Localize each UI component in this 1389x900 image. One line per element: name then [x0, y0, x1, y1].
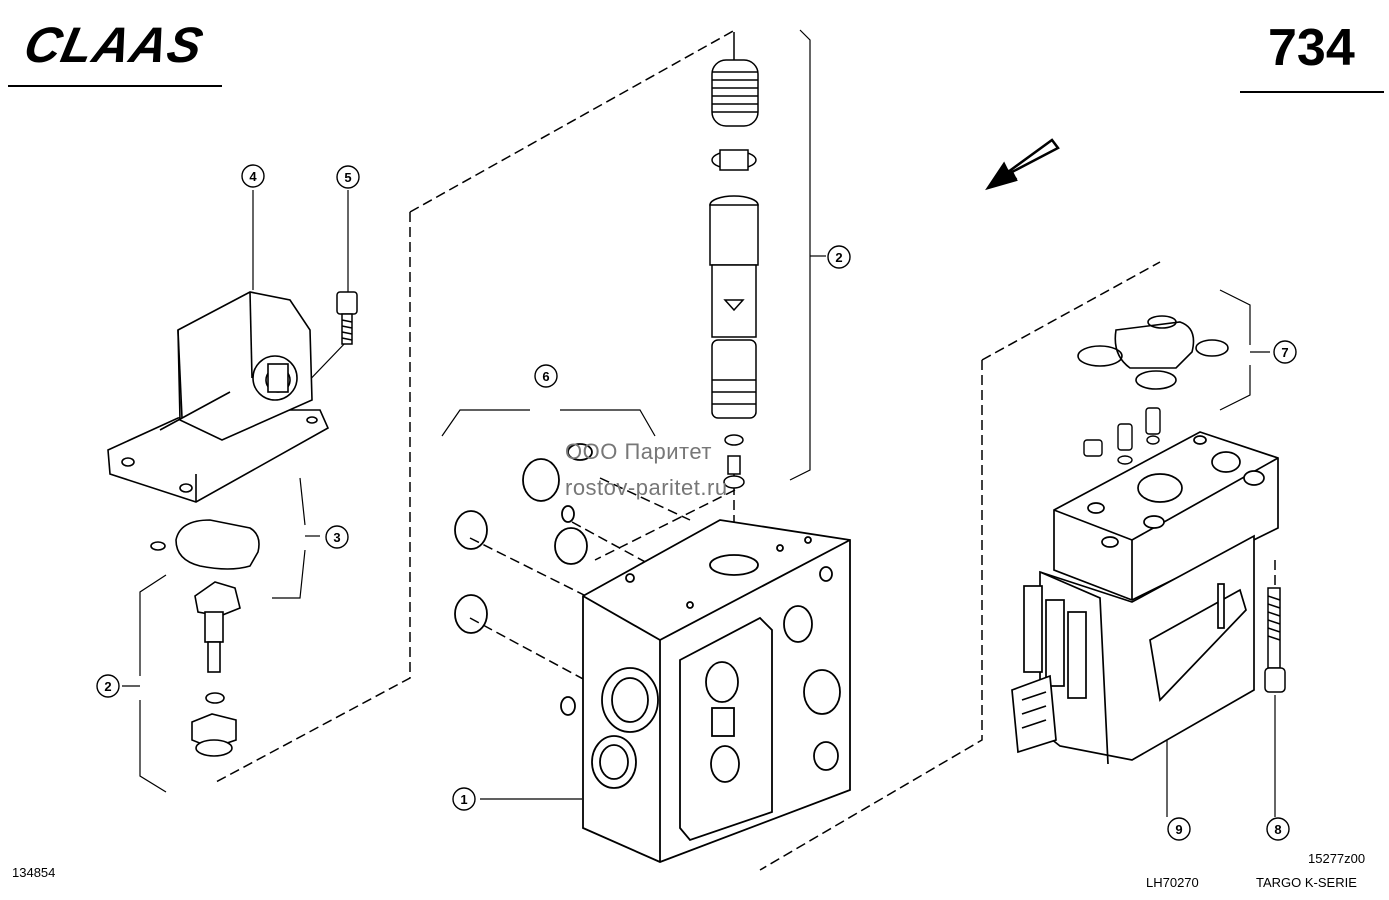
footer-left-code: 134854 — [12, 865, 56, 880]
part-9-fittings — [1083, 407, 1161, 465]
part-8-bolt — [1264, 587, 1286, 693]
callouts: 4 5 2 6 3 2 1 — [96, 164, 1297, 841]
callout-2-right: 2 — [827, 245, 851, 269]
svg-text:8: 8 — [1274, 822, 1281, 837]
direction-arrow-icon — [985, 138, 1060, 191]
svg-text:1: 1 — [460, 792, 467, 807]
svg-text:3: 3 — [333, 530, 340, 545]
svg-text:6: 6 — [542, 369, 549, 384]
bracket-lines — [122, 29, 1276, 817]
svg-text:9: 9 — [1175, 822, 1182, 837]
dash-guides — [215, 29, 1276, 871]
callout-6: 6 — [534, 364, 558, 388]
footer-drawing-number: 15277z00 — [1308, 851, 1366, 866]
svg-text:5: 5 — [344, 170, 351, 185]
page-number: 734 — [1268, 19, 1355, 77]
part-5-cap-screw — [336, 291, 358, 345]
footer-series: TARGO K-SERIE — [1256, 875, 1357, 890]
callout-5: 5 — [336, 165, 360, 189]
part-6-o-rings — [454, 443, 593, 716]
watermark-url: rostov-paritet.ru — [565, 475, 728, 500]
header-rules — [8, 85, 1384, 93]
footer-part-number: LH70270 — [1146, 875, 1199, 890]
svg-text:2: 2 — [835, 250, 842, 265]
callout-1: 1 — [452, 787, 476, 811]
callout-3: 3 — [325, 525, 349, 549]
callout-7: 7 — [1273, 340, 1297, 364]
svg-text:2: 2 — [104, 679, 111, 694]
callout-9: 9 — [1167, 817, 1191, 841]
part-9-control-module — [1011, 431, 1279, 765]
watermark-company: ООО Паритет — [565, 439, 712, 464]
part-4-cover-housing — [107, 291, 330, 503]
part-2-spool-stack — [709, 32, 759, 489]
part-2-valve-left — [191, 581, 241, 757]
callout-2-left: 2 — [96, 674, 120, 698]
part-7-gaskets — [1077, 315, 1229, 390]
svg-text:4: 4 — [249, 169, 257, 184]
callout-8: 8 — [1266, 817, 1290, 841]
part-1-valve-block — [582, 519, 851, 863]
callout-4: 4 — [241, 164, 265, 188]
part-3-gasket — [150, 519, 260, 570]
svg-text:7: 7 — [1281, 345, 1288, 360]
